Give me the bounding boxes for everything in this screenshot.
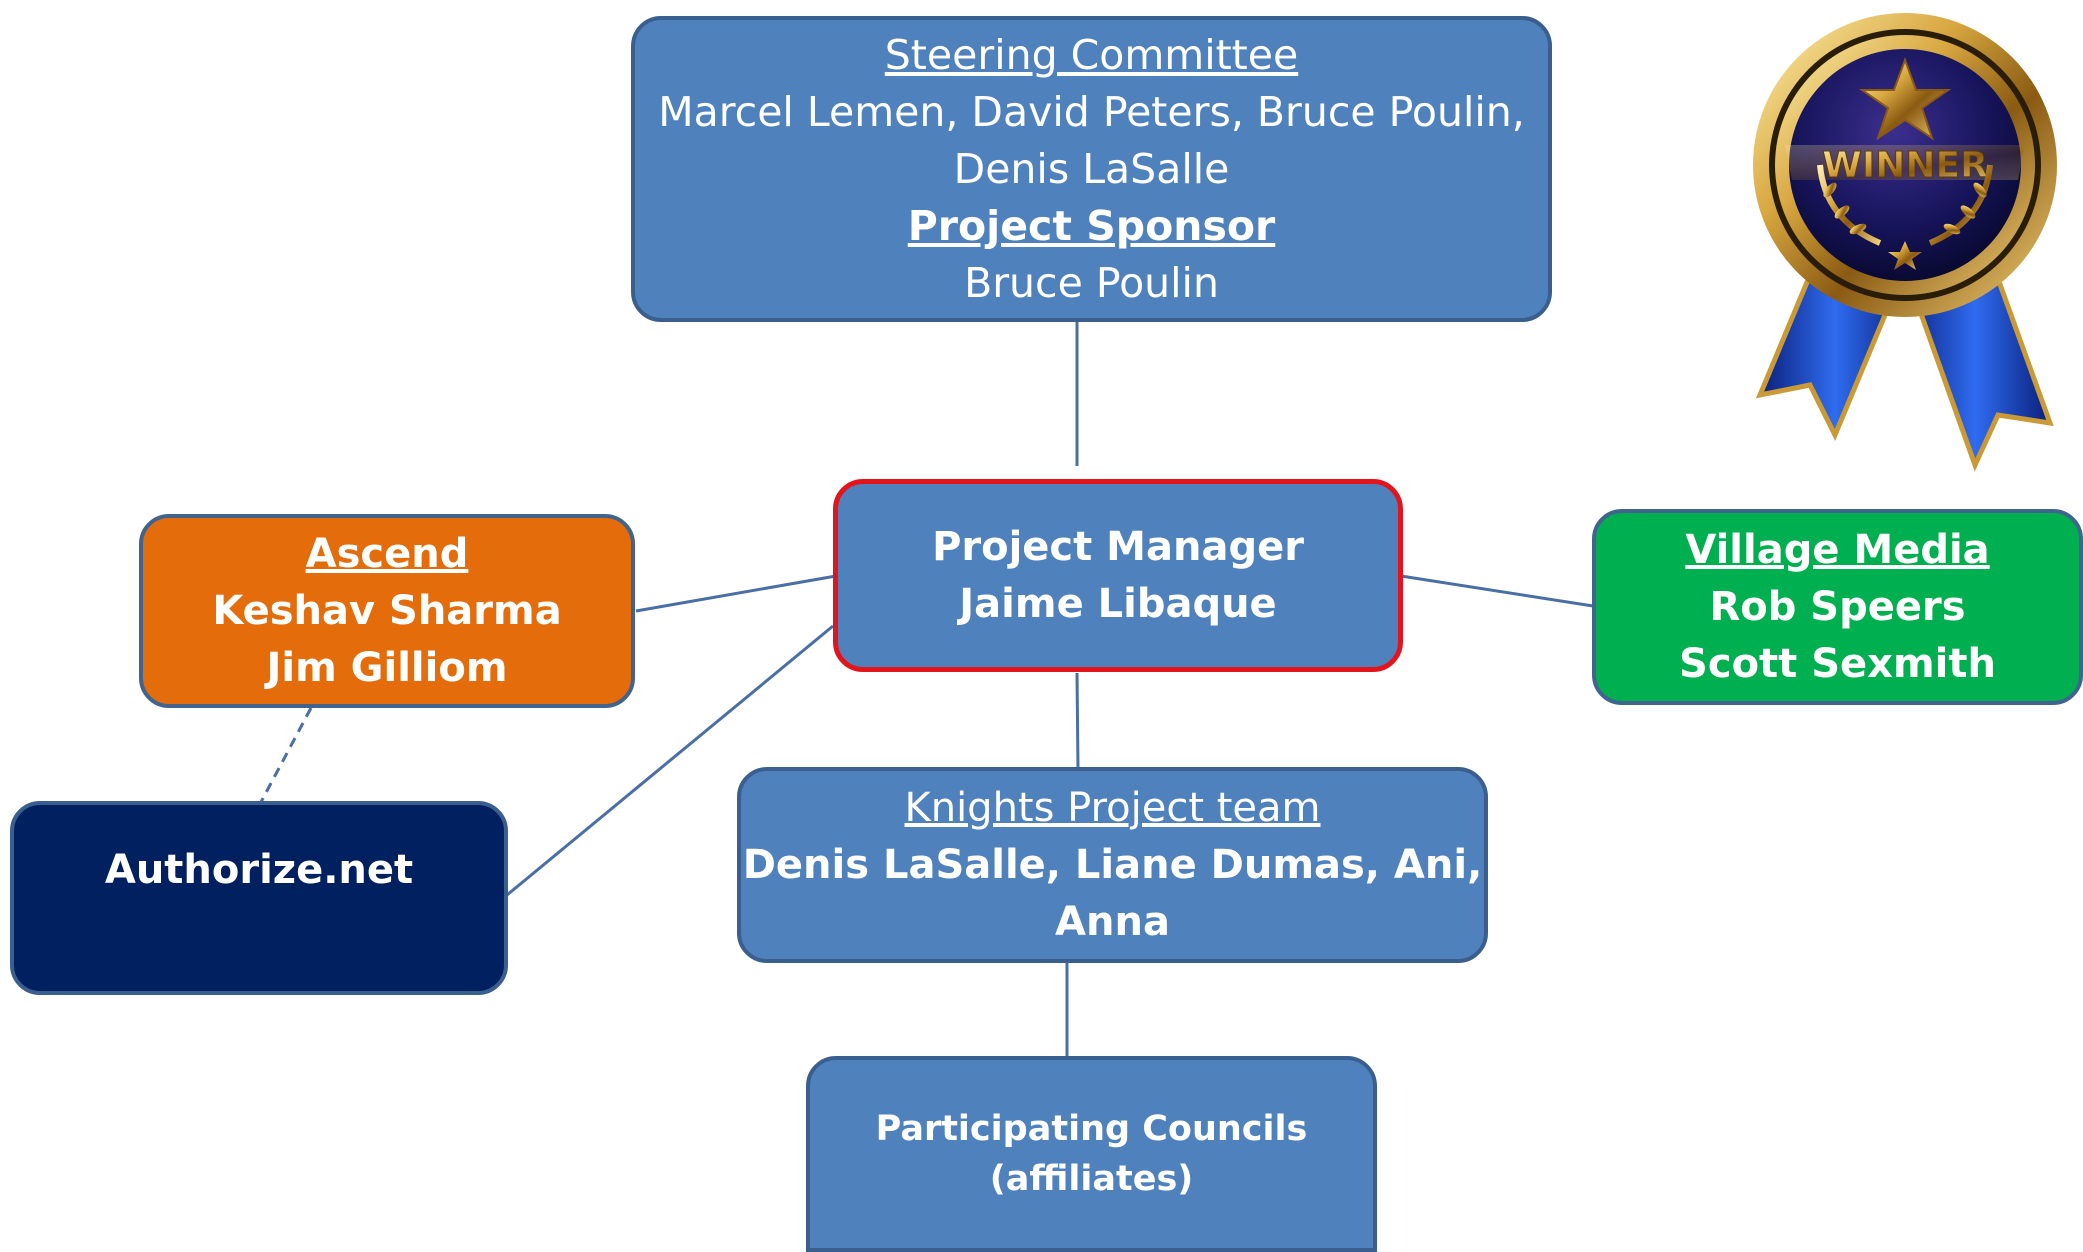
connector-pm-knights: [1075, 672, 1080, 770]
village-media-box: Village Media Rob Speers Scott Sexmith: [1592, 509, 2083, 705]
steering-members-line1: Marcel Lemen, David Peters, Bruce Poulin…: [658, 87, 1525, 136]
knights-members-line1: Denis LaSalle, Liane Dumas, Ani,: [742, 841, 1483, 888]
ascend-title: Ascend: [305, 530, 469, 577]
project-manager-title: Project Manager: [932, 523, 1304, 570]
winner-label: WINNER: [1822, 145, 1988, 186]
winner-banner: [1785, 145, 2025, 180]
village-media-title: Village Media: [1685, 526, 1990, 573]
project-manager-name: Jaime Libaque: [959, 580, 1277, 627]
authorize-net-label: Authorize.net: [104, 847, 414, 893]
project-sponsor-name: Bruce Poulin: [964, 258, 1219, 307]
connector-pm-village: [1400, 574, 1594, 608]
steering-members-line2: Denis LaSalle: [953, 144, 1230, 193]
star-icon: [1858, 57, 1952, 141]
connector-pm-authorize: [506, 624, 834, 897]
village-media-member-1: Rob Speers: [1709, 583, 1966, 630]
ascend-member-2: Jim Gilliom: [266, 644, 508, 691]
ascend-member-1: Keshav Sharma: [212, 587, 562, 634]
connector-ascend-authorize: [259, 707, 313, 803]
participating-councils-box: Participating Councils (affiliates): [806, 1056, 1377, 1252]
ascend-box: Ascend Keshav Sharma Jim Gilliom: [139, 514, 635, 708]
steering-committee-box: Steering Committee Marcel Lemen, David P…: [631, 16, 1552, 322]
village-media-member-2: Scott Sexmith: [1679, 640, 1996, 687]
knights-members-line2: Anna: [1055, 898, 1170, 945]
knights-team-title: Knights Project team: [904, 784, 1321, 831]
steering-committee-title: Steering Committee: [884, 30, 1299, 79]
project-sponsor-title: Project Sponsor: [907, 201, 1276, 250]
winner-medal-icon: WINNER: [1753, 13, 2057, 472]
councils-line2: (affiliates): [989, 1159, 1194, 1199]
authorize-net-box: Authorize.net: [10, 801, 508, 995]
knights-project-team-box: Knights Project team Denis LaSalle, Lian…: [737, 767, 1488, 963]
connector-pm-ascend: [635, 574, 837, 613]
project-manager-box: Project Manager Jaime Libaque: [833, 479, 1403, 672]
councils-line1: Participating Councils: [875, 1109, 1308, 1149]
